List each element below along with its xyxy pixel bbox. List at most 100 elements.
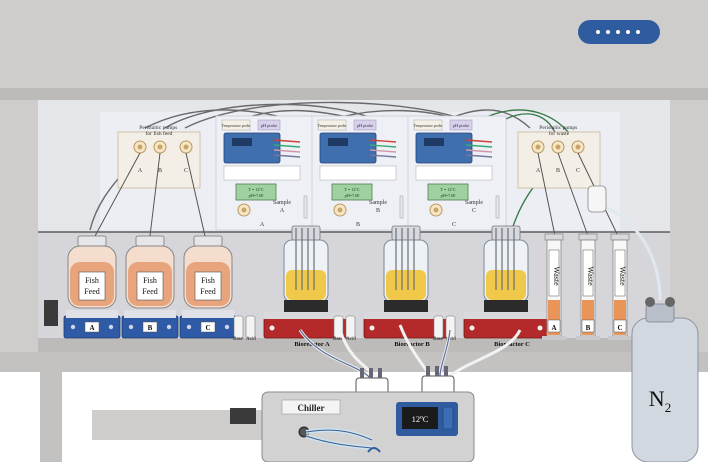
ph-probe-box <box>353 119 377 131</box>
jar-label-line-1: Fish <box>201 276 215 285</box>
stir-plate-letter: C <box>205 324 210 332</box>
stir-knob[interactable] <box>70 324 76 330</box>
breadboard <box>223 165 301 181</box>
stir-knob[interactable] <box>128 324 134 330</box>
lcd-line-1: T = 12ºC <box>248 187 263 192</box>
hood-canopy <box>0 0 708 92</box>
jar-label-line-1: Fish <box>143 276 157 285</box>
pump-tube <box>537 152 556 237</box>
base-label: Base <box>433 337 444 342</box>
chiller-temp-readout: 12ºC <box>412 414 429 424</box>
chiller-knob[interactable] <box>442 406 454 430</box>
temp-probe-box <box>317 119 347 131</box>
manifold-ports <box>360 366 448 378</box>
waste-label: Waste <box>552 266 561 286</box>
microcontroller-chip <box>232 138 252 146</box>
bioreactor-knob[interactable] <box>269 325 275 331</box>
n2-valve[interactable] <box>645 303 675 323</box>
gas-filter <box>587 185 607 213</box>
sample-label-1: Sample <box>273 200 291 206</box>
pump-rotor <box>183 144 189 150</box>
bioreactor-knob[interactable] <box>469 325 475 331</box>
stand-top <box>0 352 708 372</box>
controller-letter: C <box>452 222 456 228</box>
stir-knob[interactable] <box>108 324 114 330</box>
pump-letter: A <box>138 168 143 174</box>
jumper-wire <box>465 144 493 148</box>
temp-probe-label: Temperature probe <box>318 124 347 128</box>
feed-pumps-label: Peristaltic pumps for fish feed <box>139 125 178 137</box>
acid-label: Acid <box>246 337 256 342</box>
pump-tube <box>185 152 206 237</box>
jar-label-line-2: Feed <box>84 287 100 296</box>
base-label: Base <box>233 337 244 342</box>
stir-plate-top <box>182 310 234 318</box>
acid-bottle <box>345 315 356 339</box>
stir-knob[interactable] <box>186 324 192 330</box>
controller-letter: B <box>356 222 360 228</box>
cylinder-base <box>608 336 632 340</box>
acid-label: Acid <box>346 337 356 342</box>
stir-knob[interactable] <box>166 324 172 330</box>
sample-pump-rotor <box>433 207 439 213</box>
lcd-display <box>427 183 469 201</box>
bioreactor-knob[interactable] <box>537 325 543 331</box>
lcd-line-2: pH=7.00 <box>249 193 264 198</box>
jar-label <box>78 271 106 301</box>
chiller-coil-outline <box>305 429 373 449</box>
stand-leg-left <box>40 372 62 462</box>
pump-rotor <box>137 144 143 150</box>
stir-plate-letter: A <box>89 324 94 332</box>
stir-plate-label <box>84 321 100 333</box>
chiller-drain <box>367 447 381 453</box>
pump-rotor <box>157 144 163 150</box>
n2-gauge-left <box>645 297 655 307</box>
cylinder-cap <box>610 233 630 241</box>
temp-probe-label: Temperature probe <box>414 124 443 128</box>
bioreactor-knob[interactable] <box>369 325 375 331</box>
acid-label: Acid <box>446 337 456 342</box>
sample-tube <box>495 195 500 219</box>
jar-label-line-2: Feed <box>142 287 158 296</box>
chiller-label-plate <box>281 399 341 415</box>
pump-tube <box>94 152 141 237</box>
waste-label-box <box>548 249 560 297</box>
reactor-stir-base <box>384 300 428 312</box>
base-bottle <box>433 315 444 339</box>
lcd-display <box>235 183 277 201</box>
bioreactor-control-unit <box>463 317 549 339</box>
bioreactor-unit-top <box>364 312 448 319</box>
pump-letter: B <box>158 168 162 174</box>
cylinder-base <box>542 336 566 340</box>
ph-probe-box <box>257 119 281 131</box>
bioreactor-label: Bioreactor C <box>494 341 530 348</box>
pump-rotor <box>535 144 541 150</box>
hood-left-side <box>0 100 38 370</box>
arduino-board <box>319 132 377 164</box>
stir-knob[interactable] <box>224 324 230 330</box>
jar-cap <box>77 235 107 247</box>
jumper-wire <box>465 139 493 143</box>
lcd-display <box>331 183 373 201</box>
microcontroller-chip <box>328 138 348 146</box>
lcd-line-1: T = 12ºC <box>344 187 359 192</box>
reactor-liquid <box>486 270 526 300</box>
pump-rotor <box>555 144 561 150</box>
waste-label-box <box>614 249 626 297</box>
jumper-wire <box>273 154 301 158</box>
pump-rotor <box>575 144 581 150</box>
waste-pumps-label: Peristaltic pumps for waste <box>539 125 578 137</box>
waste-label: Waste <box>586 266 595 286</box>
jumper-wire <box>273 139 301 143</box>
stir-plate-letter: B <box>148 324 153 332</box>
stir-plate-top <box>124 310 176 318</box>
ph-probe-label: pH probe <box>261 123 278 128</box>
sample-pump-rotor <box>241 207 247 213</box>
